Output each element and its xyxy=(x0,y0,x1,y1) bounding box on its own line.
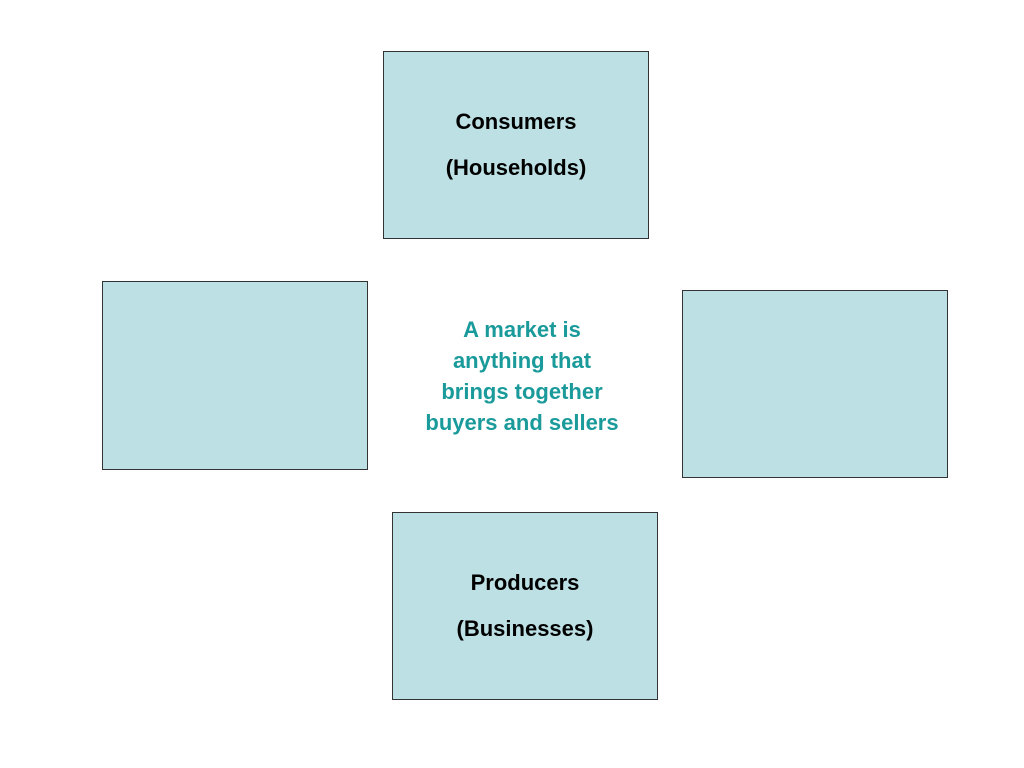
market-definition-line-4: buyers and sellers xyxy=(425,410,619,435)
market-definition-line-2: anything that xyxy=(452,348,592,373)
right-empty-box xyxy=(682,290,948,478)
producers-label: Producers xyxy=(470,569,580,595)
market-definition-text: A market is anything that brings togethe… xyxy=(397,314,647,438)
consumers-box: Consumers (Households) xyxy=(383,51,649,239)
producers-box: Producers (Businesses) xyxy=(392,512,658,700)
households-label: (Households) xyxy=(445,155,587,180)
businesses-label: (Businesses) xyxy=(456,616,594,641)
left-empty-box xyxy=(102,281,368,470)
consumers-label: Consumers xyxy=(455,108,577,134)
market-definition-line-1: A market is xyxy=(463,317,581,342)
market-definition-line-3: brings together xyxy=(441,379,603,404)
